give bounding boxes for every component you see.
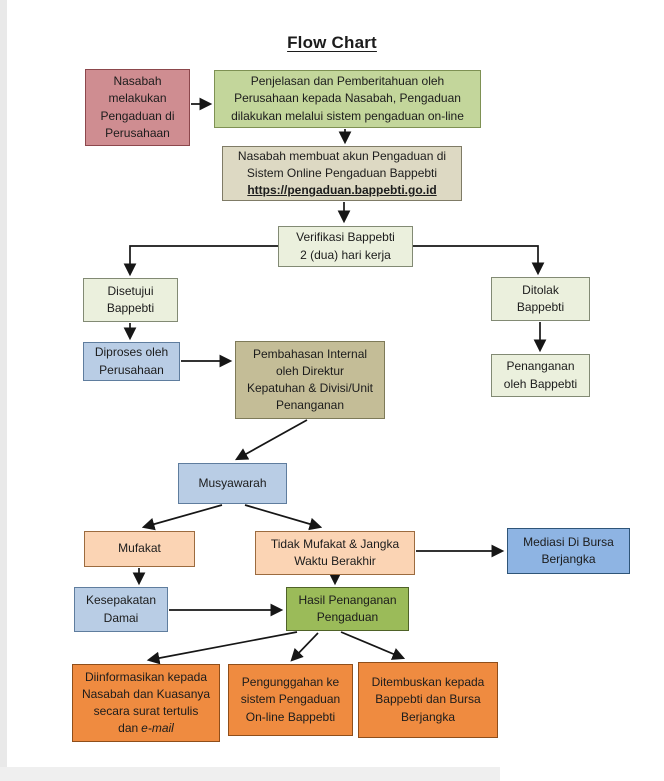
node-kesepakatan-damai: Kesepakatan Damai [74, 587, 168, 632]
arrow-verifikasi-to-disetujui [123, 245, 278, 277]
page-title: Flow Chart [287, 33, 377, 52]
node-pembahasan-internal-label: Pembahasan Internal oleh Direktur Kepatu… [246, 346, 374, 413]
node-penjelasan-pemberitahuan: Penjelasan dan Pemberitahuan oleh Perusa… [214, 70, 481, 128]
node-diproses-perusahaan: Diproses oleh Perusahaan [83, 342, 180, 381]
node-diproses-perusahaan-label: Diproses oleh Perusahaan [94, 345, 169, 377]
node-penjelasan-pemberitahuan-label: Penjelasan dan Pemberitahuan oleh Perusa… [231, 74, 464, 123]
node-mufakat-label: Mufakat [118, 541, 161, 556]
node-kesepakatan-damai-label: Kesepakatan Damai [85, 593, 157, 625]
node-mediasi-bursa-berjangka: Mediasi Di Bursa Berjangka [507, 528, 630, 574]
node-ditolak-bappebti-label: Ditolak Bappebti [516, 282, 565, 314]
arrow-pembahasan-to-musyawarah [234, 419, 308, 461]
email-italic-label: e-mail [141, 721, 174, 736]
node-nasabah-complaint-label: Nasabah melakukan Pengaduan di Perusahaa… [100, 74, 175, 140]
node-ditembuskan-bappebti-label: Ditembuskan kepada Bappebti dan Bursa Be… [371, 675, 485, 724]
node-ditolak-bappebti: Ditolak Bappebti [491, 277, 590, 321]
arrow-musyawarah-to-mufakat [141, 504, 223, 531]
node-ditembuskan-bappebti: Ditembuskan kepada Bappebti dan Bursa Be… [358, 662, 498, 738]
node-nasabah-complaint: Nasabah melakukan Pengaduan di Perusahaa… [85, 69, 190, 146]
arrow-hasil-to-pengunggahan [290, 632, 319, 662]
node-musyawarah-label: Musyawarah [198, 475, 267, 490]
node-pembahasan-internal: Pembahasan Internal oleh Direktur Kepatu… [235, 341, 385, 419]
node-hasil-penanganan: Hasil Penanganan Pengaduan [286, 587, 409, 631]
arrow-hasil-to-ditembuskan [340, 631, 406, 660]
node-verifikasi-bappebti-label: Verifikasi Bappebti 2 (dua) hari kerja [296, 230, 395, 262]
arrow-musyawarah-to-tidak-mufakat [244, 504, 323, 531]
node-disetujui-bappebti: Disetujui Bappebti [83, 278, 178, 322]
node-disetujui-bappebti-label: Disetujui Bappebti [106, 283, 155, 315]
node-akun-pengaduan: Nasabah membuat akun Pengaduan di Sistem… [222, 146, 462, 201]
node-diinformasikan-nasabah-text: Diinformasikan kepada Nasabah dan Kuasan… [81, 669, 211, 736]
node-hasil-penanganan-label: Hasil Penanganan Pengaduan [298, 592, 397, 624]
node-pengunggahan-online-label: Pengunggahan ke sistem Pengaduan On-line… [240, 675, 341, 724]
node-penanganan-bappebti-label: Penanganan oleh Bappebti [503, 359, 578, 391]
node-pengunggahan-online: Pengunggahan ke sistem Pengaduan On-line… [228, 664, 353, 736]
node-musyawarah: Musyawarah [178, 463, 287, 504]
arrow-hasil-to-diinformasikan [146, 631, 298, 665]
node-tidak-mufakat: Tidak Mufakat & Jangka Waktu Berakhir [255, 531, 415, 575]
node-diinformasikan-nasabah-label: Diinformasikan kepada Nasabah dan Kuasan… [82, 669, 210, 737]
node-diinformasikan-nasabah: Diinformasikan kepada Nasabah dan Kuasan… [72, 664, 220, 742]
node-mufakat: Mufakat [84, 531, 195, 567]
node-verifikasi-bappebti: Verifikasi Bappebti 2 (dua) hari kerja [278, 226, 413, 267]
node-akun-pengaduan-label: Nasabah membuat akun Pengaduan di Sistem… [238, 148, 446, 199]
node-mediasi-bursa-berjangka-label: Mediasi Di Bursa Berjangka [523, 534, 614, 566]
page-edge-left [0, 0, 7, 781]
page-edge-bottom [0, 767, 500, 781]
node-akun-pengaduan-text: Nasabah membuat akun Pengaduan di Sistem… [237, 148, 447, 180]
arrow-verifikasi-to-ditolak [413, 245, 545, 276]
node-tidak-mufakat-label: Tidak Mufakat & Jangka Waktu Berakhir [270, 536, 400, 568]
node-penanganan-bappebti: Penanganan oleh Bappebti [491, 354, 590, 397]
pengaduan-bappebti-link[interactable]: https://pengaduan.bappebti.go.id [247, 183, 437, 198]
